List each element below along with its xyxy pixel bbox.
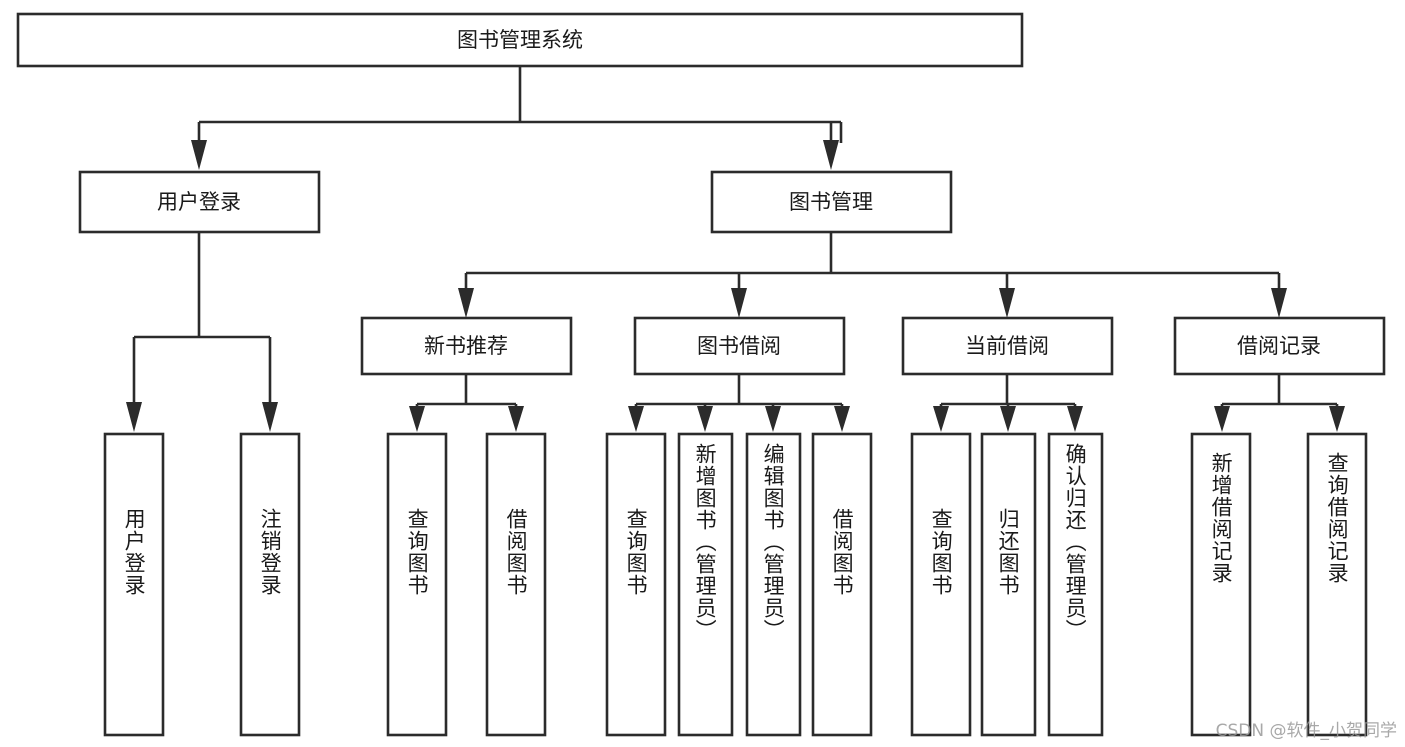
node-new-book-recommend-label: 新书推荐 — [424, 334, 508, 358]
leaf-box-newbook-2[interactable] — [485, 432, 547, 737]
connector-userlogin-to-leaves — [126, 233, 278, 432]
arrow-head-icon — [1000, 406, 1016, 432]
arrow-head-icon — [191, 140, 207, 170]
arrow-head-icon — [1271, 288, 1287, 318]
leaf-box-bookborrow-1[interactable] — [605, 432, 667, 737]
leaf-box-currentborrow-3[interactable] — [1047, 432, 1104, 737]
node-borrow-record[interactable]: 借阅记录 — [1173, 316, 1386, 376]
leaf-box-user-login-2[interactable] — [239, 432, 301, 737]
node-book-borrow[interactable]: 图书借阅 — [633, 316, 846, 376]
connector-bookborrow-to-leaves — [628, 375, 850, 432]
node-new-book-recommend[interactable]: 新书推荐 — [360, 316, 573, 376]
connector-root-to-level2 — [191, 66, 843, 170]
node-user-login[interactable]: 用户登录 — [78, 170, 321, 234]
node-book-management-label: 图书管理 — [789, 190, 873, 214]
leaf-box-bookborrow-3[interactable] — [745, 432, 802, 737]
node-root-system[interactable]: 图书管理系统 — [16, 12, 1024, 68]
arrow-head-icon — [834, 406, 850, 432]
arrow-head-icon — [933, 406, 949, 432]
leaf-box-bookborrow-4[interactable] — [811, 432, 873, 737]
connector-currentborrow-to-leaves — [933, 375, 1083, 432]
arrow-head-icon — [1214, 406, 1230, 432]
arrow-head-icon — [697, 406, 713, 432]
node-book-management[interactable]: 图书管理 — [710, 170, 953, 234]
arrow-head-icon — [628, 406, 644, 432]
leaf-box-newbook-1[interactable] — [386, 432, 448, 737]
arrow-head-icon — [508, 406, 524, 432]
arrow-head-icon — [823, 140, 839, 170]
arrow-head-icon — [999, 288, 1015, 318]
arrow-head-icon — [765, 406, 781, 432]
connector-newbook-to-leaves — [409, 375, 524, 432]
arrow-head-icon — [458, 288, 474, 318]
node-root-system-label: 图书管理系统 — [457, 28, 583, 52]
arrow-head-icon — [1329, 406, 1345, 432]
node-borrow-record-label: 借阅记录 — [1237, 334, 1321, 358]
arrow-head-icon — [1067, 406, 1083, 432]
arrow-head-icon — [731, 288, 747, 318]
arrow-head-icon — [126, 402, 142, 432]
node-current-borrow[interactable]: 当前借阅 — [901, 316, 1114, 376]
leaf-box-currentborrow-2[interactable] — [980, 432, 1037, 737]
leaf-box-bookborrow-2[interactable] — [677, 432, 734, 737]
arrow-head-icon — [262, 402, 278, 432]
arrow-head-icon — [409, 406, 425, 432]
connector-bookmgmt-to-level3 — [458, 233, 1287, 318]
node-user-login-label: 用户登录 — [157, 190, 241, 214]
leaf-box-borrowrecord-1[interactable] — [1190, 432, 1252, 737]
connector-borrowrecord-to-leaves — [1214, 375, 1345, 432]
leaf-box-user-login-1[interactable] — [103, 432, 165, 737]
node-book-borrow-label: 图书借阅 — [697, 334, 781, 358]
leaf-box-borrowrecord-2[interactable] — [1306, 432, 1368, 737]
leaf-box-currentborrow-1[interactable] — [910, 432, 972, 737]
node-current-borrow-label: 当前借阅 — [965, 334, 1049, 358]
watermark-credit: CSDN @软件_小贺同学 — [1215, 721, 1397, 741]
